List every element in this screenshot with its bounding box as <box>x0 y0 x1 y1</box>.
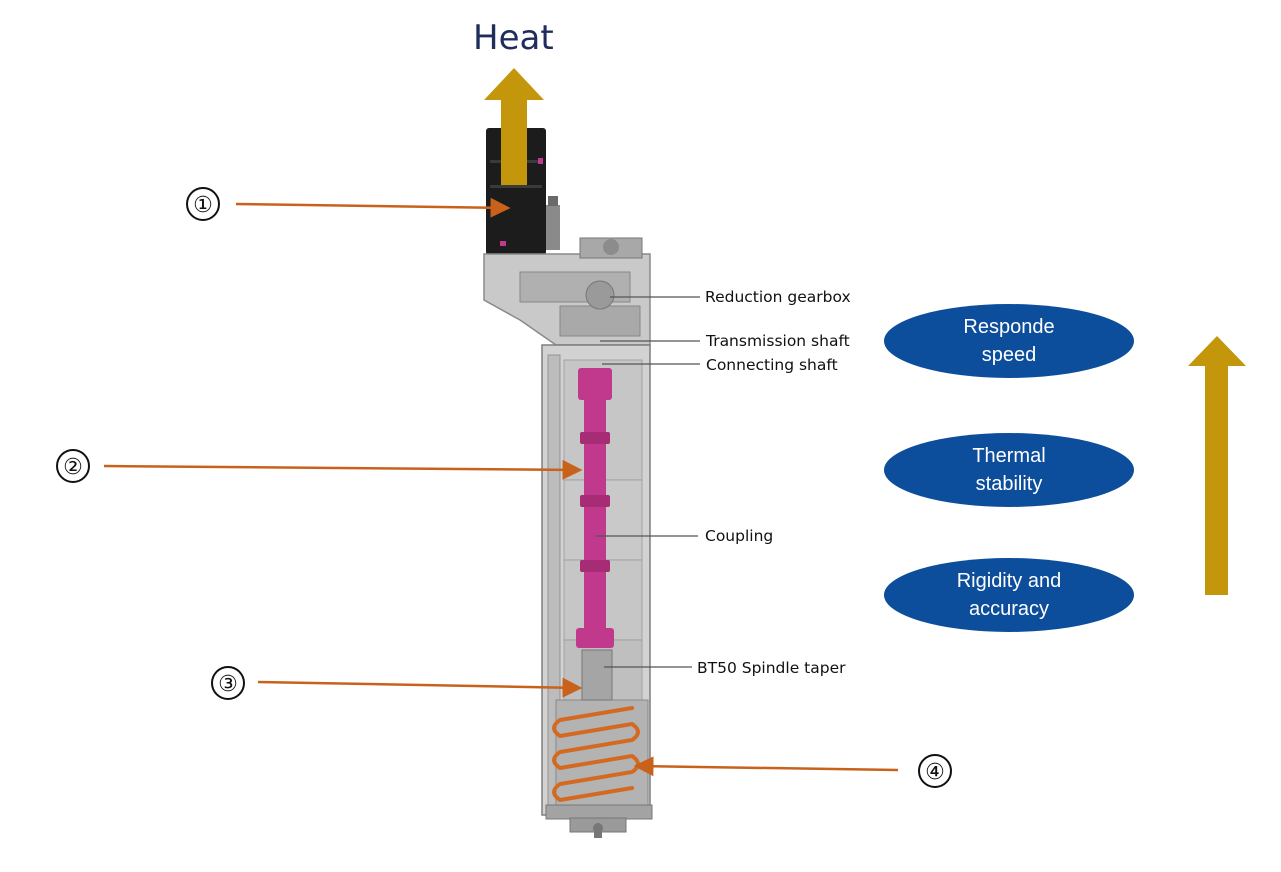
benefit-label: Thermal stability <box>972 445 1046 495</box>
improvement-arrow <box>1188 336 1246 595</box>
marker-3-pointer <box>257 677 583 698</box>
benefit-oval-rigidity: Rigidity and accuracy <box>884 558 1134 632</box>
benefit-oval-thermal: Thermal stability <box>884 433 1134 507</box>
callout-connecting-shaft: Connecting shaft <box>706 356 838 374</box>
marker-2: ② <box>56 449 90 483</box>
marker-3: ③ <box>211 666 245 700</box>
callout-coupling: Coupling <box>705 527 774 545</box>
callout-reduction-gearbox: Reduction gearbox <box>705 288 851 306</box>
marker-1: ① <box>186 187 220 221</box>
benefit-label: Rigidity and accuracy <box>956 570 1062 620</box>
marker-1-pointer <box>235 197 511 218</box>
heat-arrow <box>484 68 544 185</box>
marker-4-pointer <box>633 756 899 777</box>
callout-leaders <box>596 296 700 668</box>
benefit-label: Responde speed <box>963 316 1055 366</box>
gearbox-housing <box>483 237 651 346</box>
cooling-coil <box>552 706 640 803</box>
spindle-taper <box>581 649 613 701</box>
callout-transmission-shaft: Transmission shaft <box>706 332 850 350</box>
transmission-shaft <box>576 368 614 648</box>
benefit-oval-response: Responde speed <box>884 304 1134 378</box>
callout-spindle-taper: BT50 Spindle taper <box>697 659 846 677</box>
heat-label: Heat <box>473 18 554 58</box>
marker-4: ④ <box>918 754 952 788</box>
marker-2-pointer <box>103 459 583 480</box>
